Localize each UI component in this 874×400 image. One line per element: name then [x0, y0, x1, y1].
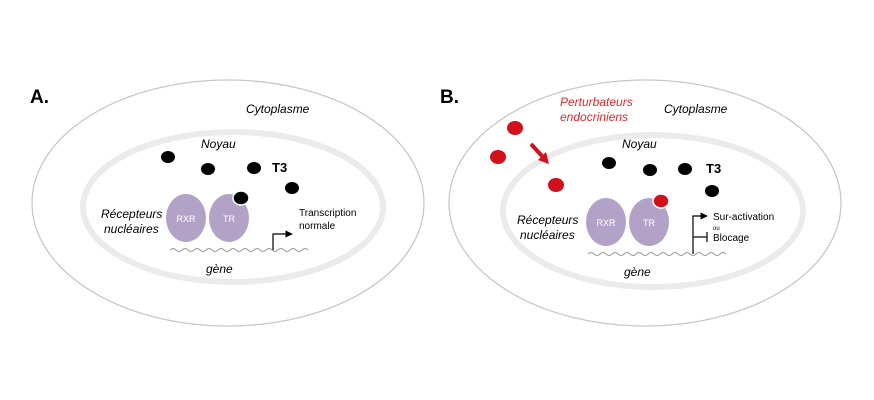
panel-a-rxr-receptor: [166, 194, 206, 242]
panel-b-tr-label: TR: [643, 218, 655, 228]
panel-b-t3-molecule: [678, 163, 692, 175]
panel-b-disruptor-molecule: [548, 178, 564, 192]
panel-a-t3-bound: [232, 190, 250, 206]
panel-b-gene-label: gène: [624, 265, 651, 279]
panel-b-receptors-label-line1: Récepteurs: [517, 213, 578, 227]
panel-b-nucleus-membrane: [500, 132, 806, 290]
panel-b-disruptor-arrow-head: [538, 152, 549, 164]
panel-b-overactivation-label: Sur-activation: [713, 212, 774, 223]
panel-a-receptors-label-line2: nucléaires: [104, 222, 159, 236]
panel-a-cytoplasm-label: Cytoplasme: [246, 102, 310, 116]
panel-a-receptors-label-line1: Récepteurs: [101, 207, 162, 221]
panel-a-t3-molecule: [285, 182, 299, 194]
panel-b-t3-molecule: [602, 157, 616, 169]
panel-b-overactivation-arrow: [692, 212, 708, 254]
panel-b-receptors-label-line2: nucléaires: [520, 228, 575, 242]
panel-a-nucleus-label: Noyau: [201, 137, 236, 151]
panel-b-nucleus-label: Noyau: [622, 137, 657, 151]
panel-a-t3-molecule: [161, 151, 175, 163]
panel-b-blocking-label: Blocage: [713, 233, 750, 244]
panel-b: B. Perturbateurs endocriniens Cytoplasme…: [440, 79, 842, 327]
panel-b-t3-label: T3: [706, 161, 721, 176]
panel-b-rxr-label: RXR: [596, 218, 616, 228]
panel-b-tr-receptor: [629, 198, 669, 246]
panel-a-t3-molecule: [247, 162, 261, 174]
panel-a-tr-receptor: [209, 194, 249, 242]
panel-a-transcription-arrow: [272, 230, 293, 250]
panel-a-gene-dna: [169, 248, 309, 252]
panel-b-disruptors-label-line2: endocriniens: [560, 110, 628, 124]
panel-a-tr-label: TR: [223, 214, 235, 224]
panel-b-cell-membrane: [448, 79, 842, 327]
panel-a-t3-molecule: [201, 163, 215, 175]
panel-b-t3-molecule: [643, 164, 657, 176]
panel-b-gene-dna: [587, 252, 727, 256]
panel-b-disruptor-molecule: [490, 150, 506, 164]
panel-a-cell-membrane: [31, 79, 425, 327]
panel-b-or-label: ou: [713, 226, 720, 232]
panel-a-rxr-label: RXR: [176, 214, 196, 224]
panel-b-disruptor-molecule: [507, 121, 523, 135]
panel-b-disruptor-arrow-shaft: [529, 142, 544, 158]
panel-b-rxr-receptor: [586, 198, 626, 246]
panel-a-gene-label: gène: [206, 262, 233, 276]
panel-a-t3-label: T3: [272, 160, 287, 175]
panel-b-disruptor-bound: [652, 193, 670, 209]
panel-a-transcription-line2: normale: [299, 221, 336, 232]
panel-a-label: A.: [30, 87, 49, 108]
panel-b-disruptors-label-line1: Perturbateurs: [560, 95, 633, 109]
panel-b-label: B.: [440, 87, 459, 108]
panel-a: A. Cytoplasme Noyau T3 Récepteurs nucléa…: [30, 79, 425, 327]
panel-a-transcription-line1: Transcription: [299, 208, 356, 219]
panel-b-cytoplasm-label: Cytoplasme: [664, 102, 728, 116]
panel-a-nucleus-membrane: [80, 129, 386, 285]
panel-b-t3-molecule: [705, 185, 719, 197]
